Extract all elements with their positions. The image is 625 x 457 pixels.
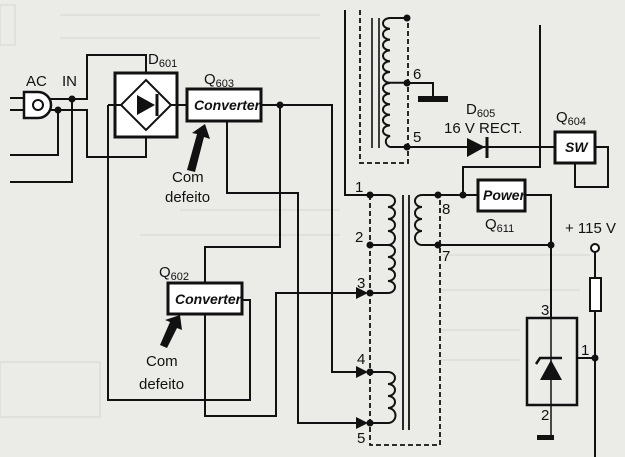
regulator-pin-3-label: 3	[541, 302, 549, 319]
ground-icon	[537, 435, 554, 440]
q602-converter-box	[166, 281, 244, 316]
d601-label: D601	[148, 51, 177, 70]
q611-label: Q611	[485, 216, 514, 235]
in-label: IN	[62, 73, 77, 90]
pin-4-label: 4	[357, 351, 365, 368]
upper-pin-5-label: 5	[413, 129, 421, 146]
q602-converter-text: Converter	[175, 291, 243, 307]
q603-converter-text: Converter	[194, 97, 262, 113]
q604-switch-box	[553, 130, 597, 165]
input-wires	[10, 54, 147, 183]
pin-3-label: 3	[357, 275, 365, 292]
supply-voltage-label: + 115 V	[565, 220, 616, 237]
ac-plug	[10, 90, 53, 120]
q602-defect-note-line2: defeito	[139, 376, 184, 393]
pin-2-label: 2	[355, 229, 363, 246]
pin-7-label: 7	[442, 248, 450, 265]
q602-defect-note-line1: Com	[146, 353, 178, 370]
pin-1-label: 1	[355, 179, 363, 196]
upper-pin-6-label: 6	[413, 66, 421, 83]
background-ghost-text	[0, 4, 590, 418]
shunt-regulator	[525, 316, 595, 440]
d605-description: 16 V RECT.	[444, 120, 522, 137]
defect-arrow-icon	[160, 315, 182, 348]
defect-arrow-icon	[187, 124, 210, 172]
rectifier-d605	[407, 137, 555, 158]
q604-sw-text: SW	[565, 139, 589, 155]
q603-defect-note-line2: defeito	[165, 189, 210, 206]
lower-transformer	[344, 10, 442, 446]
converter-wires	[107, 101, 368, 429]
q602-label: Q602	[159, 264, 189, 283]
d605-label: D605	[466, 101, 495, 120]
upper-transformer	[359, 10, 448, 164]
bridge-rectifier-d601	[108, 71, 179, 139]
ac-label: AC	[26, 73, 47, 90]
pin-8-label: 8	[442, 201, 450, 218]
pin-5-label: 5	[357, 430, 365, 447]
q603-defect-note-line1: Com	[172, 169, 204, 186]
supply-terminal	[589, 243, 602, 457]
q603-label: Q603	[204, 71, 234, 90]
q611-power-text: Power	[483, 187, 527, 203]
regulator-pin-2-label: 2	[541, 407, 549, 424]
ground-icon	[418, 96, 448, 102]
q604-label: Q604	[556, 109, 586, 128]
regulator-pin-1-label: 1	[581, 342, 589, 359]
resistor-icon	[589, 277, 602, 312]
